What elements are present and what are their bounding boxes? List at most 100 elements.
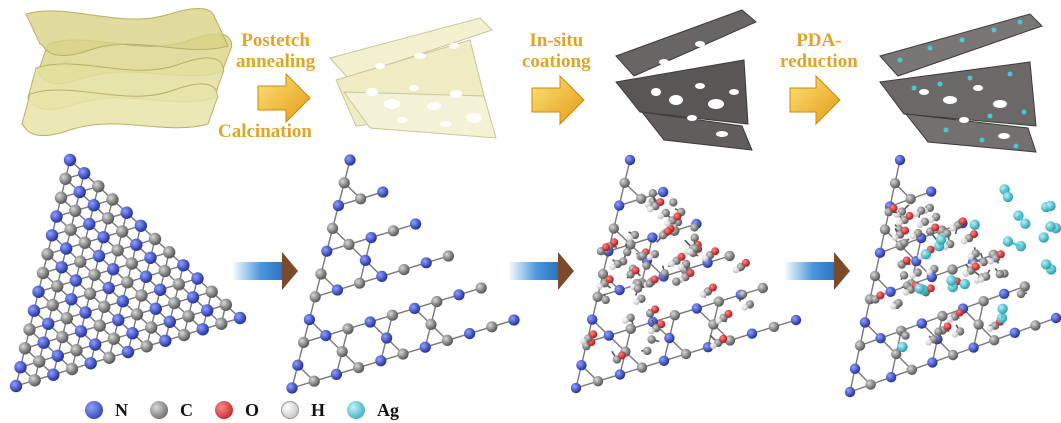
carbon-atom <box>431 296 443 308</box>
nitrogen-atom <box>233 311 247 325</box>
hydrogen-atom <box>977 276 985 283</box>
carbon-atom <box>398 264 410 276</box>
nitrogen-atom <box>968 342 979 353</box>
nitrogen-atom <box>614 369 626 380</box>
carbon-atom <box>937 310 948 322</box>
oxygen-atom <box>955 308 964 317</box>
carbon-atom <box>215 317 228 330</box>
nitrogen-atom <box>78 167 91 180</box>
nitrogen-atom <box>121 345 135 359</box>
carbon-atom <box>83 287 97 300</box>
carbon-atom <box>1019 281 1030 292</box>
nitrogen-atom <box>177 259 190 272</box>
nitrogen-atom <box>63 153 77 167</box>
carbon-atom <box>355 193 367 205</box>
silver-atom <box>946 275 957 286</box>
oxygen-atom <box>931 223 940 232</box>
nitrogen-atom <box>84 357 97 370</box>
hydrogen-atom <box>686 248 694 255</box>
carbon-atom <box>41 248 54 261</box>
hydrogen-atom <box>596 283 603 290</box>
carbon-atom-icon <box>150 401 168 419</box>
nitrogen-atom <box>927 357 938 368</box>
nitrogen-atom <box>73 185 86 199</box>
nitrogen-atom <box>69 274 83 287</box>
carbon-atom <box>98 300 111 313</box>
carbon-atom <box>995 269 1004 279</box>
nitrogen-atom <box>885 286 896 297</box>
hydrogen-atom <box>962 270 969 277</box>
carbon-atom <box>327 222 339 234</box>
oxygen-atom <box>610 238 619 247</box>
carbon-atom <box>947 349 959 361</box>
oxygen-atom <box>876 291 885 300</box>
nitrogen-atom <box>647 232 658 243</box>
nitrogen-atom <box>364 316 376 328</box>
oxygen-atom <box>651 305 660 314</box>
carbon-atom <box>148 232 162 246</box>
nitrogen-atom <box>9 379 23 393</box>
hydrogen-atom <box>890 303 897 310</box>
carbon-atom <box>309 291 321 303</box>
nitrogen-atom <box>874 247 886 258</box>
hydrogen-atom <box>668 260 675 267</box>
molecular-framework-porous <box>286 154 520 394</box>
hydrogen-atom <box>909 232 917 240</box>
carbon-atom <box>680 348 692 360</box>
carbon-atom <box>387 225 399 237</box>
carbon-atom <box>724 250 735 262</box>
silver-atom <box>1045 200 1056 212</box>
nitrogen-atom <box>875 333 886 344</box>
carbon-atom <box>669 310 680 321</box>
nitrogen-atom <box>375 355 387 367</box>
hydrogen-atom <box>664 220 671 227</box>
nitrogen-atom <box>624 154 636 166</box>
legend-label: N <box>115 399 128 420</box>
carbon-atom <box>140 340 153 353</box>
carbon-atom <box>78 236 92 249</box>
carbon-atom <box>643 346 652 356</box>
carbon-atom <box>900 238 909 248</box>
nitrogen-atom <box>377 186 389 198</box>
carbon-atom <box>636 362 648 373</box>
nitrogen-atom <box>916 318 927 329</box>
oxygen-atom <box>901 226 910 235</box>
process-arrow-1 <box>257 72 311 124</box>
molecular-framework-pda-coated <box>570 154 802 394</box>
nitrogen-atom <box>286 382 298 394</box>
legend-label: Ag <box>377 399 400 420</box>
nitrogen-atom <box>330 368 342 380</box>
hydrogen-atom-icon <box>281 401 300 419</box>
nitrogen-atom <box>453 289 465 301</box>
carbon-atom <box>899 271 909 280</box>
nitrogen-atom <box>97 231 110 244</box>
carbon-atom <box>906 364 917 375</box>
carbon-atom <box>660 269 669 278</box>
silver-atom <box>897 341 908 353</box>
oxygen-atom <box>657 320 666 329</box>
carbon-atom <box>56 330 69 344</box>
carbon-atom <box>768 321 780 332</box>
step-3-line-1: PDA- <box>796 30 842 51</box>
nitrogen-atom <box>45 229 59 242</box>
silver-atom <box>1038 232 1049 243</box>
carbon-atom <box>54 191 68 204</box>
hydrogen-atom <box>916 221 923 228</box>
silver-atom <box>920 249 932 260</box>
atom-legend: N C O H Ag <box>85 398 421 422</box>
silver-atom <box>959 278 970 290</box>
hydrogen-atom <box>741 304 749 311</box>
carbon-atom <box>135 289 148 302</box>
oxygen-atom <box>926 284 935 293</box>
nitrogen-atom <box>159 334 172 347</box>
nitrogen-atom <box>331 284 343 296</box>
carbon-atom <box>869 270 881 282</box>
carbon-atom <box>46 298 59 312</box>
oxygen-atom <box>711 247 720 256</box>
nitrogen-atom <box>1050 312 1061 324</box>
nitrogen-atom <box>344 154 356 166</box>
carbon-atom <box>93 319 106 332</box>
carbon-atom <box>648 189 657 198</box>
carbon-atom <box>623 247 632 257</box>
carbon-atom <box>475 282 487 294</box>
